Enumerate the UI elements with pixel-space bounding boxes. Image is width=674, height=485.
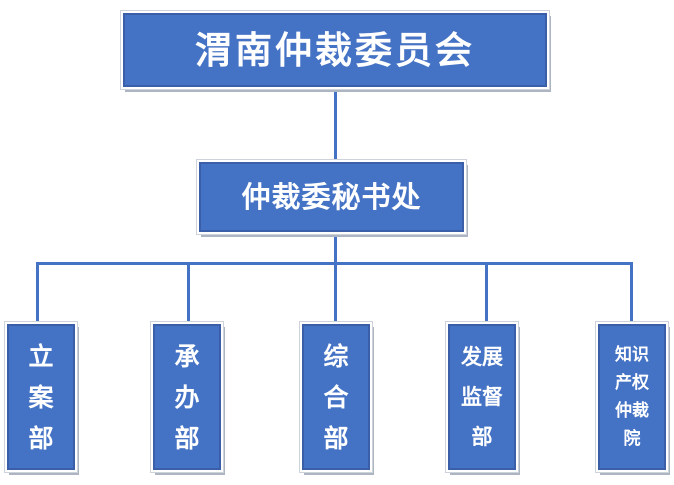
dept-label-line: 仲裁 (615, 401, 649, 421)
dept-label-line: 综 (323, 341, 349, 371)
dept-label-line: 部 (174, 423, 200, 453)
connector-drop-dept-3 (334, 262, 337, 325)
dept-label-line: 承 (174, 341, 200, 371)
dept-label-line: 合 (323, 382, 349, 412)
org-box-root-label: 渭南仲裁委员会 (195, 27, 475, 72)
dept-label-line: 产权 (615, 373, 649, 393)
org-box-secretariat: 仲裁委秘书处 (199, 162, 464, 232)
org-box-secretariat-label: 仲裁委秘书处 (241, 179, 422, 214)
org-box-dept-development-supervision: 发展 监督 部 (448, 324, 516, 470)
dept-label-line: 院 (623, 429, 641, 449)
org-box-dept-case-filing: 立 案 部 (7, 324, 75, 470)
dept-label-line: 部 (28, 423, 54, 453)
dept-label-line: 知识 (615, 345, 649, 365)
connector-secretariat-trunk (334, 232, 337, 265)
connector-drop-dept-1 (36, 262, 39, 325)
dept-label-line: 办 (174, 382, 200, 412)
dept-label-line: 立 (28, 341, 54, 371)
dept-label-line: 监督 (461, 384, 503, 409)
org-box-dept-general: 综 合 部 (302, 324, 370, 470)
org-box-root: 渭南仲裁委员会 (123, 13, 547, 87)
dept-label-line: 发展 (461, 344, 503, 369)
org-box-dept-undertaking: 承 办 部 (153, 324, 221, 470)
connector-root-to-secretariat (334, 87, 337, 163)
org-box-dept-ip-arbitration-court: 知识 产权 仲裁 院 (598, 324, 666, 470)
dept-label-line: 案 (28, 382, 54, 412)
dept-label-line: 部 (471, 424, 493, 449)
connector-drop-dept-4 (485, 262, 488, 325)
connector-drop-dept-2 (187, 262, 190, 325)
connector-drop-dept-5 (630, 262, 633, 325)
dept-label-line: 部 (323, 423, 349, 453)
